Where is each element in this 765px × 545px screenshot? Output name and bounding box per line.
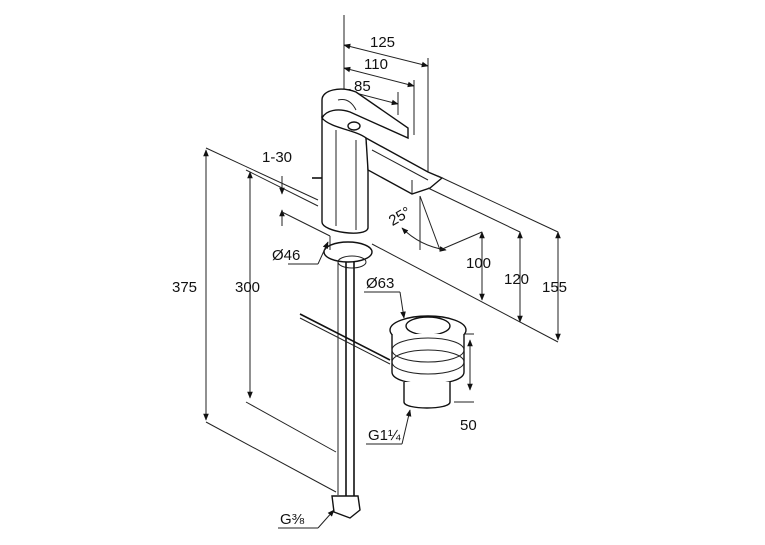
faucet-column bbox=[321, 116, 369, 234]
mounting-assembly bbox=[299, 236, 391, 519]
dim-110-label: 110 bbox=[364, 56, 388, 73]
pull-rod-lower bbox=[299, 317, 391, 365]
dim-g38: G⅜ bbox=[278, 509, 335, 529]
dim-g38-label: G⅜ bbox=[280, 511, 305, 528]
dim-120-label: 120 bbox=[504, 271, 529, 288]
dim-300-label: 300 bbox=[235, 279, 260, 296]
dim-d63: Ø63 bbox=[364, 275, 406, 319]
valve-ring-1 bbox=[391, 337, 465, 363]
faucet-body bbox=[312, 88, 444, 234]
dim-155-label: 155 bbox=[542, 279, 567, 296]
dim-line-125 bbox=[343, 43, 429, 68]
dim-85-label: 85 bbox=[354, 78, 371, 95]
ext-155-top bbox=[437, 175, 559, 233]
leader-d46-arrow bbox=[317, 241, 329, 265]
valve-plug-top bbox=[405, 316, 451, 336]
valve-ring-2 bbox=[391, 349, 465, 375]
angle-spray bbox=[419, 195, 441, 251]
dim-1-30-label: 1-30 bbox=[262, 149, 292, 166]
dim-50: 50 bbox=[454, 333, 477, 434]
pull-rod bbox=[299, 313, 391, 361]
ext-bottom-common bbox=[371, 243, 559, 343]
dim-d46: Ø46 bbox=[272, 241, 329, 265]
valve-tailpiece bbox=[403, 382, 451, 409]
ext-120-top bbox=[427, 187, 521, 233]
ext-375-top bbox=[205, 147, 319, 201]
dim-25-label: 25° bbox=[386, 204, 414, 230]
waste-valve bbox=[389, 315, 467, 409]
ext-100-top bbox=[439, 231, 483, 251]
lever-handle bbox=[321, 88, 409, 140]
dim-375-label: 375 bbox=[172, 279, 197, 296]
dim-angle: 25° bbox=[386, 195, 447, 252]
dim-125-label: 125 bbox=[370, 34, 395, 51]
leader-g114-arrow bbox=[401, 409, 412, 445]
right-dimensions: 100 120 155 bbox=[371, 175, 567, 343]
lever-curve bbox=[337, 99, 357, 111]
dim-d46-label: Ø46 bbox=[272, 247, 300, 264]
dim-line-110 bbox=[343, 66, 415, 88]
left-dimensions: 375 300 1-30 bbox=[172, 147, 337, 493]
lever-cap bbox=[347, 121, 361, 131]
dim-50-label: 50 bbox=[460, 417, 477, 434]
leader-d63-arrow bbox=[399, 291, 406, 319]
hose-fitting bbox=[331, 495, 361, 519]
ext-1-30 bbox=[281, 211, 331, 237]
leader-g38-arrow bbox=[317, 509, 335, 529]
top-dimensions: 125 110 85 bbox=[343, 15, 429, 175]
dim-g114: G1¼ bbox=[366, 409, 412, 445]
spout bbox=[365, 136, 444, 195]
ext-300-bottom bbox=[245, 401, 337, 453]
spout-top-edge bbox=[371, 149, 429, 181]
ext-375-bottom bbox=[205, 421, 337, 493]
dim-g114-label: G1¼ bbox=[368, 427, 401, 444]
dim-d63-label: Ø63 bbox=[366, 275, 394, 292]
angle-arc bbox=[401, 227, 447, 252]
dim-100-label: 100 bbox=[466, 255, 491, 272]
